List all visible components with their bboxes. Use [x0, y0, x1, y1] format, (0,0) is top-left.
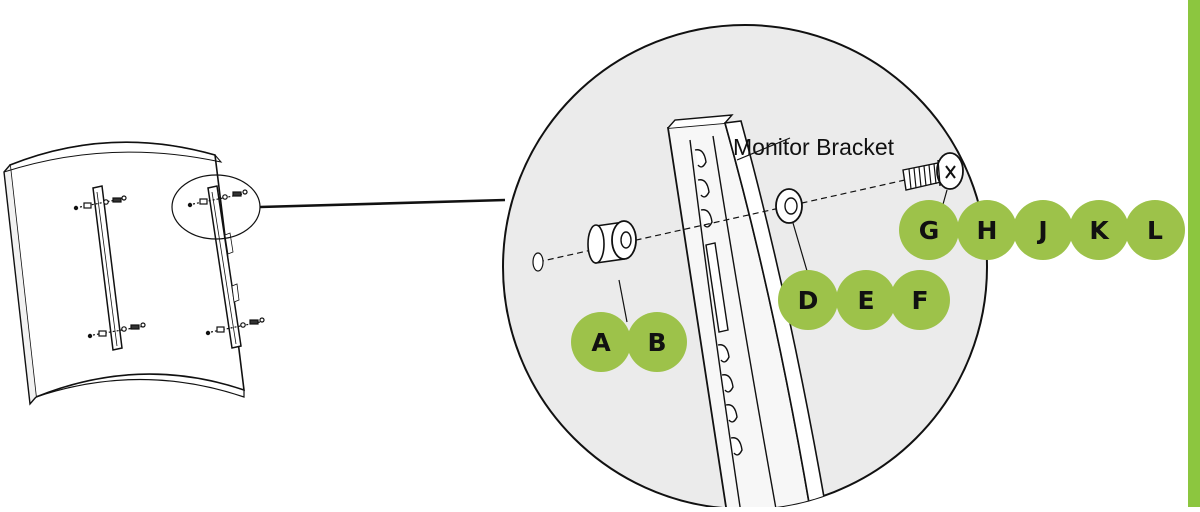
- monitor-back-face: [9, 141, 245, 399]
- part-badge-j: [1013, 200, 1073, 260]
- part-badge-e: [836, 270, 896, 330]
- part-badge-k: [1069, 200, 1129, 260]
- left-rail: [92, 185, 123, 351]
- hardware-bottom-right: [205, 317, 266, 336]
- hardware-top-right: [187, 189, 249, 208]
- monitor-edge: [3, 164, 37, 406]
- part-letter-a: A: [591, 328, 611, 357]
- screw-part: [902, 152, 964, 191]
- monitor-overview: [3, 141, 266, 406]
- mounting-hole: [532, 252, 544, 272]
- washer-badges: D E F: [778, 270, 950, 330]
- part-letter-e: E: [857, 286, 874, 315]
- part-badge-g: [899, 200, 959, 260]
- part-letter-h: H: [977, 216, 998, 245]
- bracket-long-slot: [705, 242, 729, 333]
- bracket-leader: [736, 137, 791, 161]
- part-letter-j: J: [1036, 216, 1047, 245]
- magnifier: Monitor Bracket: [502, 24, 988, 510]
- right-rail: [207, 185, 242, 349]
- part-badge-a: [571, 312, 631, 372]
- part-badge-f: [890, 270, 950, 330]
- spacer-badges: A B: [571, 312, 687, 372]
- part-badge-l: [1125, 200, 1185, 260]
- part-letter-b: B: [647, 328, 666, 357]
- hardware-top-left: [73, 195, 127, 211]
- part-letter-d: D: [798, 286, 819, 315]
- part-letter-f: F: [911, 286, 928, 315]
- connector-line: [259, 198, 506, 209]
- washer-part: [775, 188, 803, 224]
- spacer-leader: [618, 279, 628, 323]
- part-badge-h: [957, 200, 1017, 260]
- bracket-flange: [723, 120, 829, 509]
- hardware-bottom-left: [87, 322, 146, 339]
- part-badge-d: [778, 270, 838, 330]
- monitor-bracket-label: Monitor Bracket: [733, 134, 895, 160]
- screw-badges: G H J K L: [899, 200, 1185, 260]
- spacer-part: [587, 220, 637, 264]
- side-accent-bar: [1188, 0, 1200, 507]
- part-letter-l: L: [1147, 216, 1163, 245]
- part-letter-g: G: [919, 216, 940, 245]
- part-letter-k: K: [1089, 216, 1110, 245]
- part-badge-b: [627, 312, 687, 372]
